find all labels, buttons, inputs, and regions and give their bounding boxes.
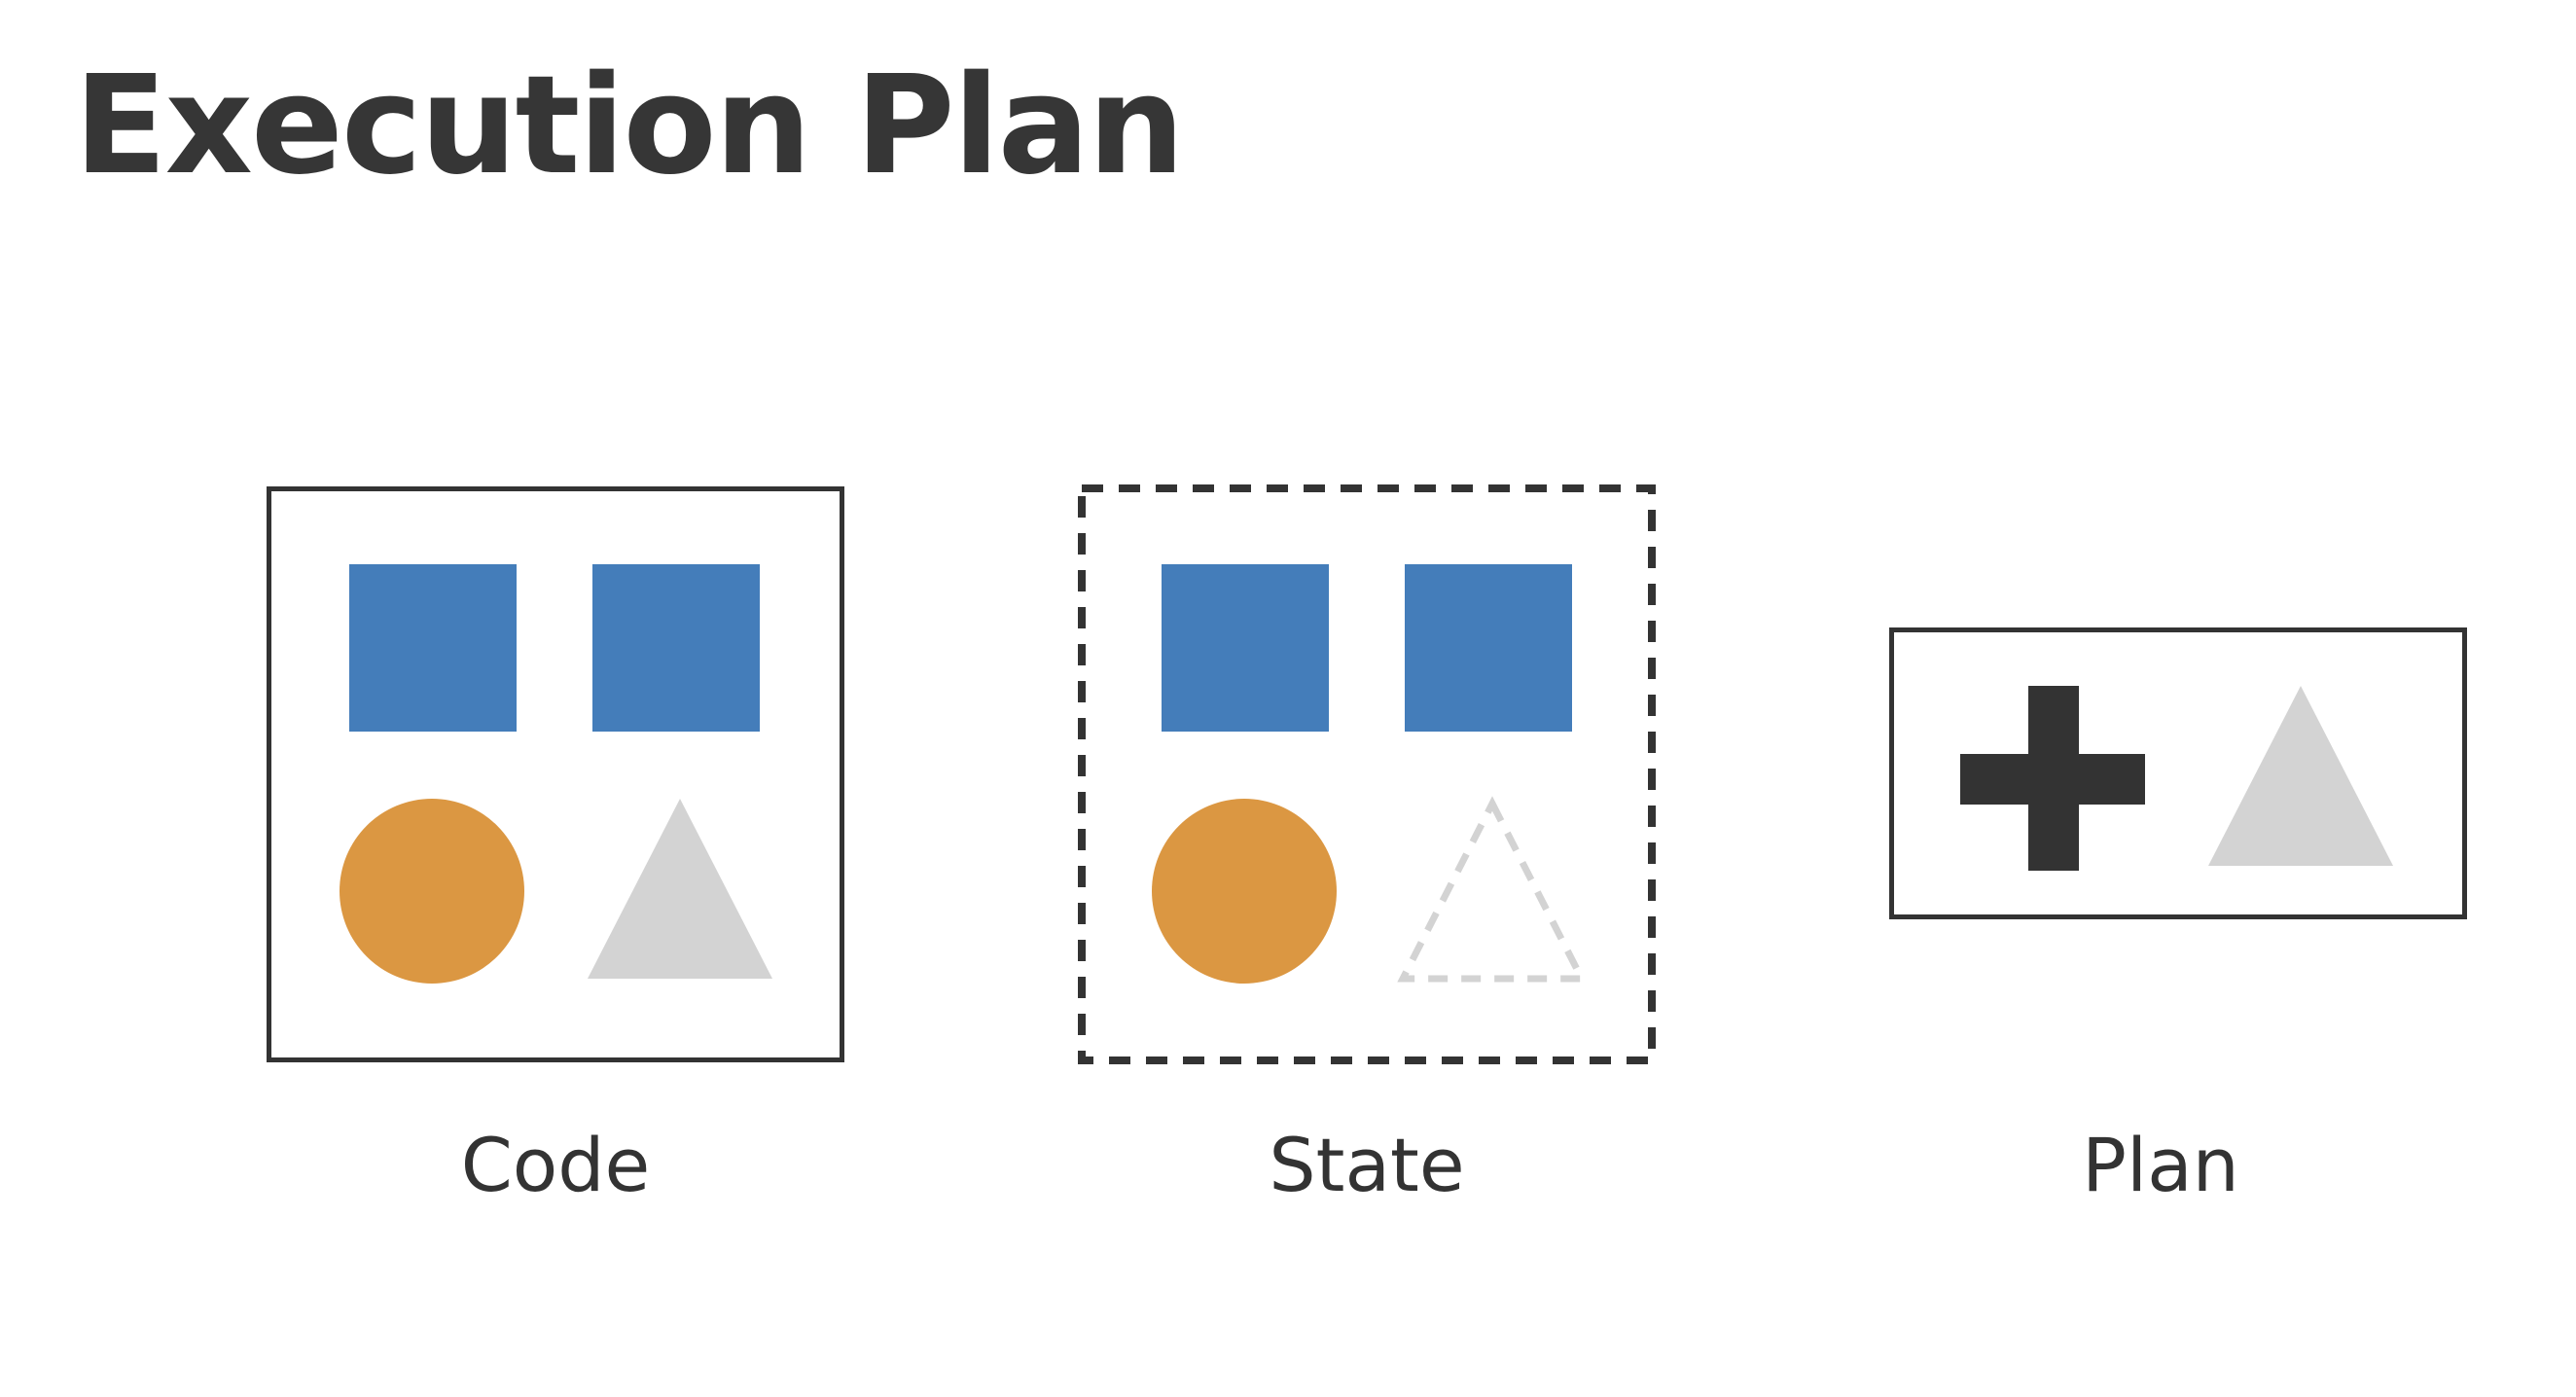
- blue-square-icon: [349, 564, 517, 732]
- dashed-triangle-outline-icon: [1397, 796, 1588, 983]
- state-panel: [1078, 484, 1656, 1064]
- blue-square-icon: [592, 564, 760, 732]
- blue-square-icon: [1162, 564, 1329, 732]
- page-title: Execution Plan: [74, 47, 1185, 205]
- code-caption: Code: [460, 1122, 651, 1208]
- state-caption: State: [1269, 1122, 1465, 1208]
- code-panel: [267, 486, 844, 1062]
- dashed-border: [1078, 484, 1656, 1064]
- gray-triangle-icon: [588, 799, 772, 979]
- plus-icon: [1960, 686, 2145, 871]
- gray-triangle-icon: [2208, 686, 2393, 866]
- orange-circle-icon: [340, 799, 524, 984]
- blue-square-icon: [1405, 564, 1572, 732]
- plan-caption: Plan: [2082, 1122, 2239, 1208]
- plan-panel: [1889, 627, 2467, 919]
- orange-circle-icon: [1152, 799, 1337, 984]
